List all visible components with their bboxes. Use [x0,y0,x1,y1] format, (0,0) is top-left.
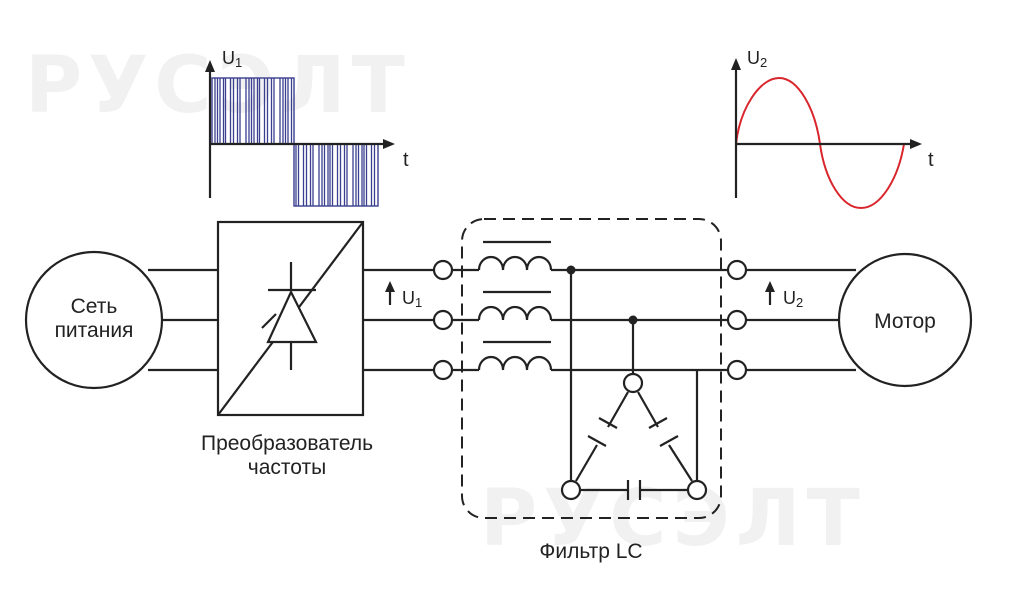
u2-y-axis-arrow [731,58,741,70]
u2-t-axis-arrow [910,139,922,149]
frequency-converter [216,220,365,417]
capacitor-plate [587,435,607,447]
u2-axis-label: U2 [747,48,767,70]
delta-node [686,479,708,501]
filter-output-terminals [726,259,748,381]
u1-time-label: t [403,149,409,171]
lc-filter-box [461,218,722,519]
filter-output-lines [551,268,728,372]
u1-t-axis-arrow [383,139,395,149]
motor-feed-wires [746,268,856,372]
input-terminal [432,309,454,331]
u2-voltage-marker: U2 [765,281,803,310]
power-grid: Сеть питания [24,250,164,390]
input-terminal [432,259,454,281]
inductor-icon [477,305,553,321]
u1-voltage-marker: U1 [385,281,422,310]
capacitor-plate [659,435,679,447]
converter-label-line1: Преобразователь [201,432,373,455]
u1-pwm-pulses [211,77,379,207]
filter-input-terminals [432,259,454,381]
inductor-icon [477,355,553,371]
u1-axis-label: U1 [222,48,242,70]
converter-output-wires [363,268,434,372]
lc-filter-label: Фильтр LC [539,540,642,563]
capacitor-delta-network [560,265,708,501]
svg-text:U2: U2 [783,288,803,310]
output-terminal [726,359,748,381]
grid-to-converter-wires [148,268,218,372]
motor: Мотор [837,252,973,388]
output-terminal [726,309,748,331]
watermark-bottom: РУСЭЛТ [480,474,866,564]
input-terminal [432,359,454,381]
inductor-icon [477,255,553,271]
capacitor-plate [648,417,668,429]
svg-text:U1: U1 [402,288,422,310]
u1-waveform: U1 t [205,48,409,207]
u2-waveform: U2 t [731,48,934,210]
output-terminal [726,259,748,281]
u1-y-axis-arrow [205,60,215,72]
motor-label: Мотор [874,310,936,333]
delta-node [560,479,582,501]
u2-time-label: t [928,149,934,171]
capacitor-plate [598,417,618,429]
filter-inductors [452,240,553,372]
delta-node [622,372,644,394]
power-grid-label-line1: Сеть [71,295,118,318]
power-grid-label-line2: питания [55,319,134,342]
converter-label-line2: частоты [248,456,326,479]
